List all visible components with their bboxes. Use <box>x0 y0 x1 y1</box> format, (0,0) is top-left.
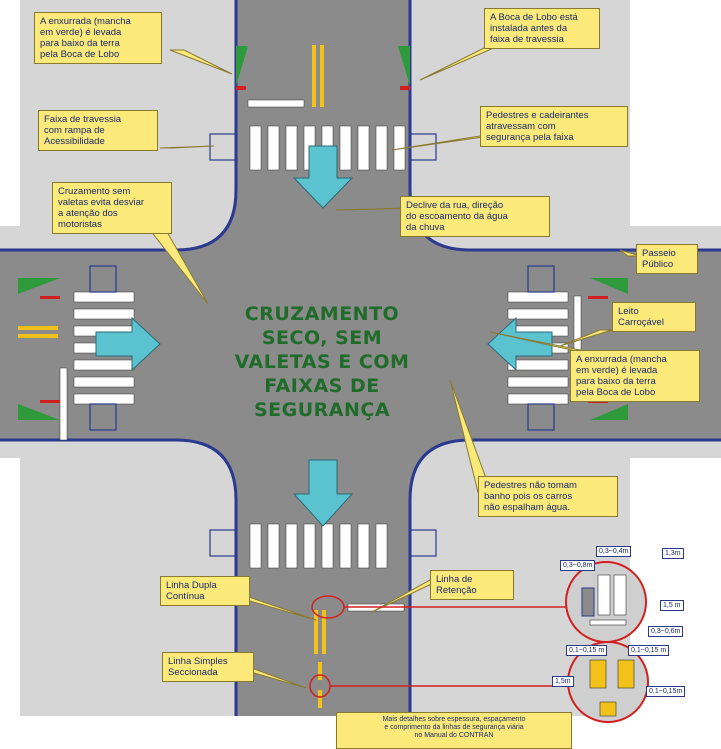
retention-line-right <box>573 295 582 353</box>
callout-pedestres-cadeirantes: Pedestres e cadeirantes atravessam com s… <box>480 106 628 147</box>
callout-faixa-travessia: Faixa de travessia com rampa de Acessibi… <box>38 110 158 151</box>
callout-passeio-publico: Passeio Público <box>636 244 698 274</box>
arrow-left <box>487 316 553 372</box>
arrow-right <box>95 316 161 372</box>
diagram-title: CRUZAMENTO SECO, SEM VALETAS E COM FAIXA… <box>212 302 432 422</box>
title-line: FAIXAS DE <box>264 375 380 397</box>
callout-enxurrada-top: A enxurrada (mancha em verde) é levada p… <box>34 12 162 64</box>
dimension-label: 0,3~0,8m <box>560 560 596 571</box>
road-surface <box>0 0 721 716</box>
dimension-label: 0,1~0,15 m <box>566 645 608 656</box>
callout-leito-carrocavel: Leito Carroçável <box>612 302 696 332</box>
curb-bottom-left <box>0 438 238 716</box>
lane-lines <box>18 45 326 708</box>
callout-linha-retencao: Linha de Retenção <box>430 570 514 600</box>
arrow-down-top <box>292 145 354 209</box>
title-line: SEGURANÇA <box>253 399 391 421</box>
title-line: CRUZAMENTO <box>244 303 400 325</box>
callout-linha-simples: Linha Simples Seccionada <box>162 652 254 682</box>
runoff-patches <box>18 46 628 420</box>
callout-boca-de-lobo: A Boca de Lobo está instalada antes da f… <box>484 8 600 49</box>
title-line: VALETAS E COM <box>234 351 410 373</box>
callout-declive: Declive da rua, direção do escoamento da… <box>400 196 550 237</box>
dimension-label: 1,3m <box>662 548 684 559</box>
dimension-label: 0,1~0,15m <box>646 686 686 697</box>
retention-line-top <box>247 99 305 108</box>
dimension-label: 0,1~0,15 m <box>628 645 670 656</box>
flow-arrows <box>95 145 553 527</box>
dimension-label: 0,3~0,4m <box>596 546 632 557</box>
detail-circle-retention <box>565 561 647 643</box>
title-line: SECO, SEM <box>261 327 383 349</box>
callout-tails <box>148 39 641 689</box>
retention-line-left <box>59 367 68 441</box>
detail-circle-lines <box>567 641 649 723</box>
dimension-label: 1,5 m <box>660 600 684 611</box>
callout-linha-dupla: Linha Dupla Contínua <box>160 576 250 606</box>
curb-top-left <box>0 0 238 252</box>
callout-cruzamento-sem-valetas: Cruzamento sem valetas evita desviar a a… <box>52 182 172 234</box>
crosswalk-bottom <box>249 523 388 569</box>
arrow-down-bottom <box>292 459 354 527</box>
dimension-label: 1,5m <box>552 676 574 687</box>
dimension-label: 0,3~0,6m <box>648 626 684 637</box>
callout-mais-detalhes: Mais detalhes sobre espessura, espaçamen… <box>336 712 572 749</box>
callout-pedestres-banho: Pedestres não tomam banho pois os carros… <box>478 476 618 517</box>
callout-enxurrada-right: A enxurrada (mancha em verde) é levada p… <box>570 350 700 402</box>
detail-leaders <box>309 595 570 698</box>
